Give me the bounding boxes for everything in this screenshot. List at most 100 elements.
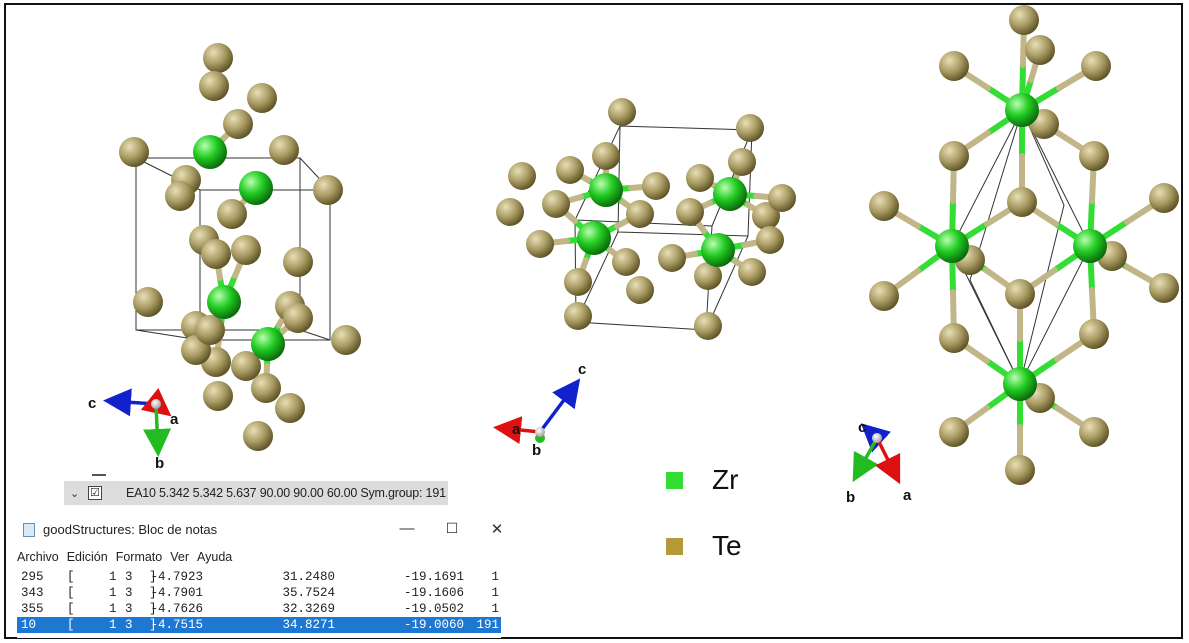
zr-atom [193, 135, 227, 169]
notepad-title: goodStructures: Bloc de notas [43, 522, 218, 537]
close-button[interactable]: ✕ [490, 521, 501, 538]
legend-swatch-te [666, 538, 683, 555]
line-cell: 1 [491, 586, 499, 600]
line-cell: 32.3269 [282, 602, 335, 616]
te-atom [283, 303, 313, 333]
menu-ver[interactable]: Ver [170, 550, 189, 564]
line-cell: 1 [491, 602, 499, 616]
menu-ayuda[interactable]: Ayuda [197, 550, 233, 564]
line-cell: 355 [21, 602, 44, 616]
axis-origin [151, 399, 161, 409]
te-atom [247, 83, 277, 113]
te-atom [728, 148, 756, 176]
line-cell: 295 [21, 570, 44, 584]
line-cell: 343 [21, 586, 44, 600]
axis-label-a: a [903, 487, 912, 504]
axis-origin [535, 427, 545, 437]
axis-arrow-c [538, 378, 581, 434]
te-atom [686, 164, 714, 192]
line-cell: 1 [491, 570, 499, 584]
te-atom [217, 199, 247, 229]
line-cell: -4.7515 [150, 618, 203, 632]
zr-atom [577, 221, 611, 255]
line-cell: ] [149, 586, 157, 600]
line-cell: 1 [109, 618, 117, 632]
te-atom [275, 393, 305, 423]
te-atom [642, 172, 670, 200]
axis-label-a: a [512, 421, 521, 438]
te-atom [231, 351, 261, 381]
unit-cell-edge [574, 125, 621, 221]
axis-label-b: b [846, 489, 855, 506]
te-atom [1081, 51, 1111, 81]
axis-label-b: b [532, 442, 541, 459]
te-atom [542, 190, 570, 218]
line-cell: 191 [476, 618, 499, 632]
te-atom [939, 323, 969, 353]
menu-formato[interactable]: Formato [115, 550, 163, 564]
te-atom [658, 244, 686, 272]
te-atom [939, 51, 969, 81]
line-cell: -19.0060 [403, 618, 464, 632]
line-cell: 1 [109, 570, 117, 584]
axis-arrow-c [103, 388, 157, 417]
zr-atom [251, 327, 285, 361]
te-atom [133, 287, 163, 317]
line-cell: -4.7626 [150, 602, 203, 616]
te-atom [1079, 141, 1109, 171]
te-atom [768, 184, 796, 212]
te-atom [283, 247, 313, 277]
te-atom [556, 156, 584, 184]
line-cell: 31.2480 [282, 570, 335, 584]
minimize-button[interactable]: — [399, 520, 415, 537]
bonds [207, 17, 1167, 473]
axis-arrow-a [875, 437, 901, 485]
line-cell: 3 [125, 586, 133, 600]
te-atom [1149, 273, 1179, 303]
line-cell: 3 [125, 602, 133, 616]
line-cell: 3 [125, 570, 133, 584]
line-cell: -4.7901 [150, 586, 203, 600]
notepad-menubar: Archivo Edición Formato Ver Ayuda [17, 550, 240, 564]
te-atom [313, 175, 343, 205]
zr-atom [935, 229, 969, 263]
menu-edicion[interactable]: Edición [66, 550, 108, 564]
te-atom [939, 141, 969, 171]
line-cell: [ [67, 586, 75, 600]
te-atom [165, 181, 195, 211]
te-atom [1025, 35, 1055, 65]
maximize-button[interactable]: ☐ [445, 520, 459, 536]
line-cell: [ [67, 618, 75, 632]
legend-label-te: Te [712, 530, 742, 561]
axis-arrow-a [493, 416, 541, 445]
te-atom [1149, 183, 1179, 213]
zr-atom [1073, 229, 1107, 263]
axis-arrow-b [143, 403, 172, 457]
line-cell: 3 [125, 618, 133, 632]
structure-info-bar: ⌄ ☑ EA10 5.342 5.342 5.637 90.00 90.00 6… [64, 481, 448, 505]
te-atom [738, 258, 766, 286]
te-atom [564, 268, 592, 296]
te-atom [869, 191, 899, 221]
te-atom [676, 198, 704, 226]
te-atom [269, 135, 299, 165]
line-cell: -19.0502 [403, 602, 464, 616]
zr-atom [239, 171, 273, 205]
panel-grip [92, 474, 106, 476]
expand-chevron-icon[interactable]: ⌄ [70, 487, 80, 500]
te-atom [608, 98, 636, 126]
te-atom [1079, 319, 1109, 349]
te-atom [612, 248, 640, 276]
te-atom [756, 226, 784, 254]
visibility-checkbox[interactable]: ☑ [88, 486, 102, 500]
menu-archivo[interactable]: Archivo [17, 550, 59, 564]
te-atom [526, 230, 554, 258]
axis-label-b: b [155, 455, 164, 472]
